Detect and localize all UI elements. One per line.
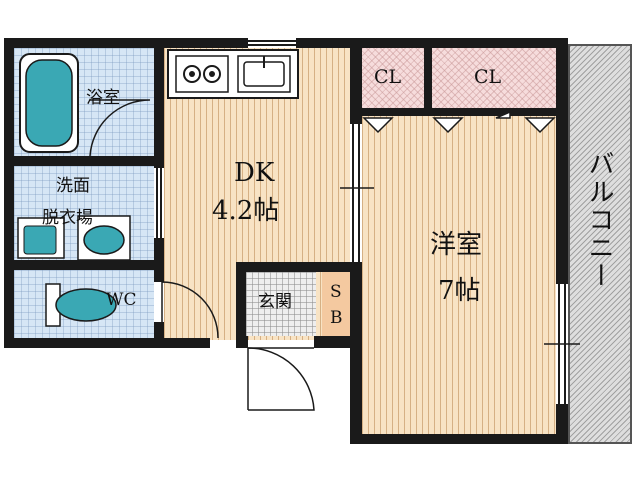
genkan-floor <box>246 272 316 336</box>
bathtub-icon <box>19 53 79 153</box>
wall-right-upper <box>556 38 568 284</box>
wall-bath-wash <box>14 156 154 166</box>
youshitsu-size-label: 7帖 <box>438 276 481 306</box>
closet-1-floor <box>362 46 424 108</box>
closet-1-label: CL <box>374 66 402 88</box>
closet-2-label: CL <box>474 66 502 88</box>
dk-size-label: 4.2帖 <box>212 196 280 226</box>
closet-2-floor <box>432 46 556 108</box>
wall-dk-bottom <box>164 338 210 348</box>
wall-wash-wc <box>14 260 154 270</box>
bath-door-swing-icon <box>89 99 151 157</box>
kitchen-counter-icon <box>167 49 299 99</box>
top-window <box>248 40 296 46</box>
wc-label: WC <box>106 290 137 310</box>
wc-door-swing-icon <box>161 281 219 339</box>
closet-door-marks-icon <box>362 110 556 134</box>
wall-closet-divider <box>424 46 432 110</box>
wall-closet-front <box>362 108 556 116</box>
balcony-label: バルコニー <box>584 150 614 290</box>
wall-genkan-top <box>236 262 350 272</box>
wall-top-left <box>4 38 248 48</box>
youshitsu-floor <box>362 116 556 434</box>
wall-dk-youshitsu-lower <box>350 262 362 444</box>
washbasin-icon <box>77 215 131 261</box>
shoe-box <box>322 272 350 336</box>
wet-dk-door <box>156 168 162 238</box>
wall-bottom-right <box>350 434 568 444</box>
wall-wet-dk-lower <box>154 322 164 348</box>
wall-dk-youshitsu <box>350 38 362 124</box>
washing-machine-icon <box>17 217 65 259</box>
bath-label: 浴室 <box>86 88 120 108</box>
wall-top-right <box>296 38 568 48</box>
wall-genkan-bottom <box>236 336 248 348</box>
shoe-box-label-s: S <box>330 282 342 302</box>
washroom-label-line2: 脱衣場 <box>42 208 93 228</box>
entrance-door-swing-icon <box>247 347 315 411</box>
washroom-label-line1: 洗面 <box>56 176 90 196</box>
wall-wet-dk-mid <box>154 238 164 282</box>
wall-left <box>4 38 14 348</box>
balcony-floor <box>568 44 632 444</box>
youshitsu-name-label: 洋室 <box>430 230 483 260</box>
wall-bottom-left <box>4 338 164 348</box>
genkan-label: 玄関 <box>258 292 292 312</box>
toilet-icon <box>45 283 117 327</box>
wall-genkan-left <box>236 262 246 348</box>
wall-wet-dk-upper <box>154 38 164 168</box>
shoe-box-label-b: B <box>330 308 343 328</box>
dk-name-label: DK <box>234 158 275 188</box>
dk-youshitsu-door <box>352 124 360 262</box>
